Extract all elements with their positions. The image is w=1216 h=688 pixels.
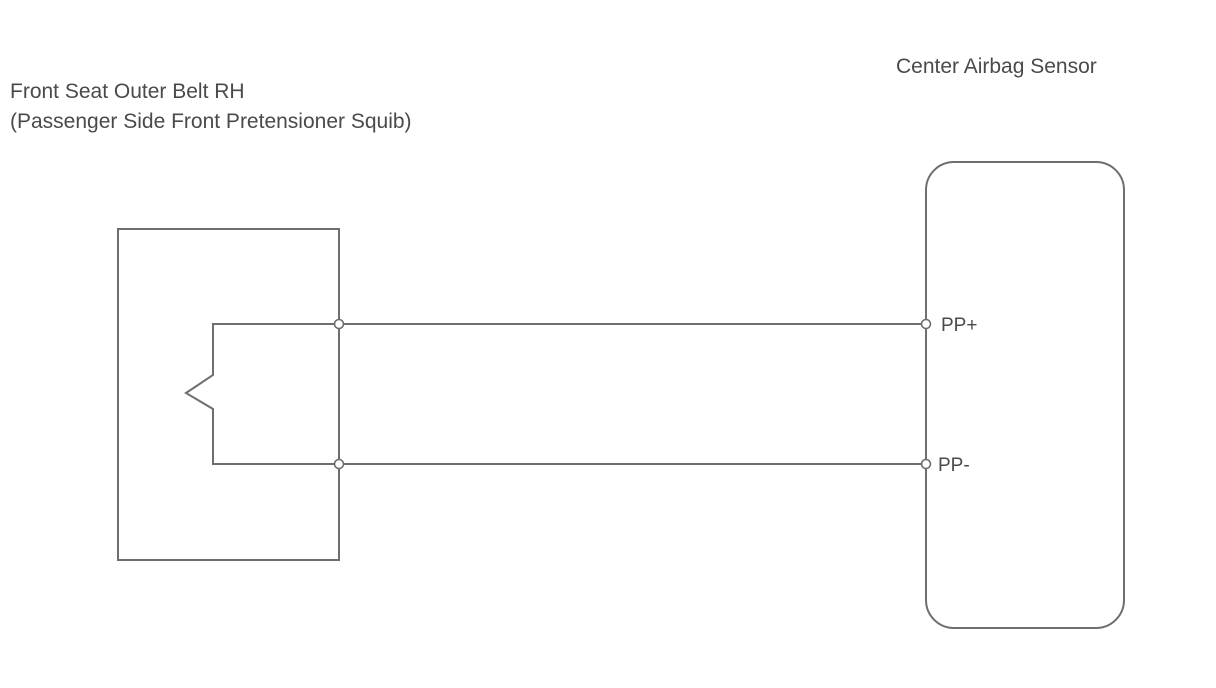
squib-title-line2: (Passenger Side Front Pretensioner Squib… [10, 110, 412, 133]
pin-label-positive: PP+ [941, 315, 978, 336]
sensor-box [925, 161, 1125, 629]
squib-element [184, 323, 339, 465]
squib-title-line1: Front Seat Outer Belt RH [10, 80, 245, 103]
squib-box [117, 228, 340, 561]
pin-label-negative: PP- [938, 455, 970, 476]
sensor-terminal-negative [920, 458, 932, 470]
sensor-title: Center Airbag Sensor [896, 55, 1097, 78]
sensor-terminal-positive [920, 318, 932, 330]
squib-terminal-positive [333, 318, 345, 330]
squib-terminal-negative [333, 458, 345, 470]
